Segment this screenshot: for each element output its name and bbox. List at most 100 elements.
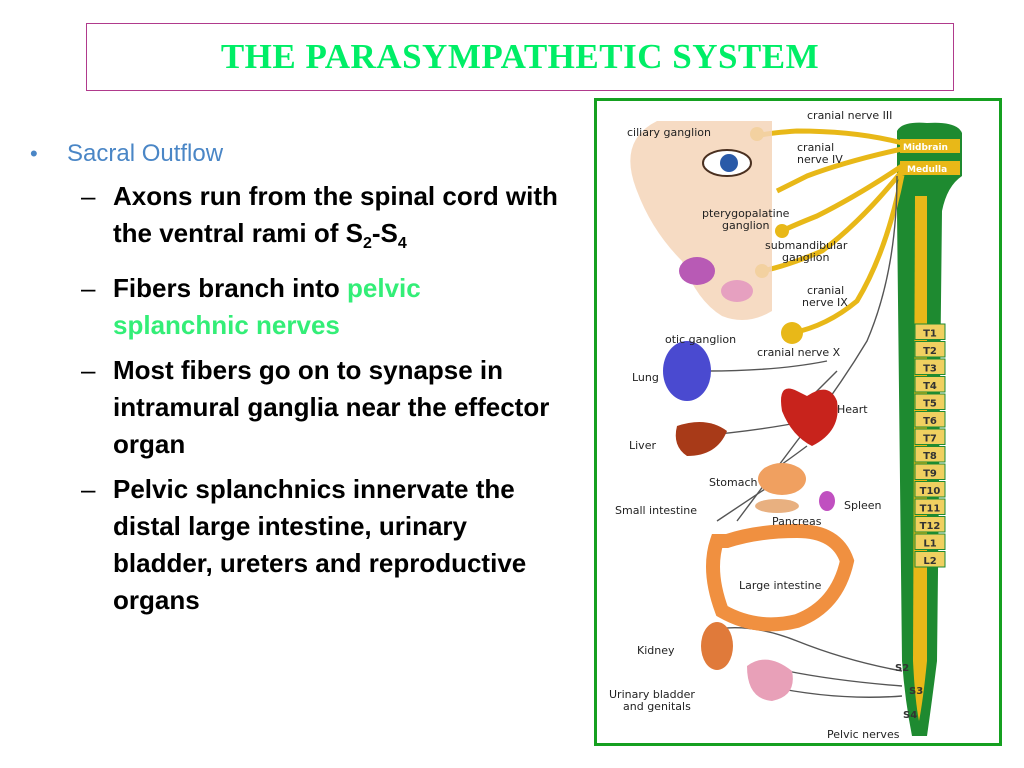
segment-box-t4 (914, 376, 946, 393)
segment-box-t7 (914, 428, 946, 445)
dash: – (81, 474, 96, 505)
segment-box-t1 (914, 323, 946, 340)
lung-organ (663, 341, 711, 401)
label-cn4b: nerve IV (797, 153, 843, 166)
segment-box-t12 (914, 516, 946, 533)
fiber-pelvic1 (706, 627, 903, 672)
label-cn9b: nerve IX (802, 296, 848, 309)
segment-box-t2 (914, 341, 946, 358)
segment-box-t9 (914, 463, 946, 480)
bullet-list: • Sacral Outflow – Axons run from the sp… (30, 140, 560, 627)
sub-bullet-3-text: Most fibers go on to synapse in intramur… (113, 355, 550, 460)
label-kidney: Kidney (637, 644, 675, 657)
segment-box-t3 (914, 358, 946, 375)
b1-sub1: 2 (362, 235, 372, 253)
b1-mid: -S (371, 218, 398, 248)
label-large-intestine: Large intestine (739, 579, 822, 592)
segment-label-t4: T4 (923, 381, 937, 392)
segment-box-t5 (914, 393, 946, 410)
label-bladder2: and genitals (623, 700, 691, 713)
b1-text: Axons run from the spinal cord with the … (113, 181, 558, 248)
segment-label-t12: T12 (920, 521, 941, 532)
sub-bullet-1-text: Axons run from the spinal cord with the … (113, 178, 559, 262)
segment-label-t1: T1 (923, 329, 937, 340)
label-ciliary: ciliary ganglion (627, 126, 711, 139)
label-s2: S2 (895, 663, 909, 674)
label-cn10: cranial nerve X (757, 346, 841, 359)
segment-box-t8 (914, 446, 946, 463)
sub-bullet-4: – Pelvic splanchnics innervate the dista… (81, 471, 560, 619)
label-stomach: Stomach (709, 476, 758, 489)
title-box: THE PARASYMPATHETIC SYSTEM (86, 23, 954, 91)
spleen-organ (819, 491, 835, 511)
pancreas-organ (755, 499, 799, 513)
label-spleen: Spleen (844, 499, 882, 512)
sub-bullet-4-text: Pelvic splanchnics innervate the distal … (113, 474, 527, 616)
sub-bullet-3: – Most fibers go on to synapse in intram… (81, 352, 560, 463)
segment-box-l1 (914, 533, 946, 550)
slide-title: THE PARASYMPATHETIC SYSTEM (220, 37, 820, 76)
dash: – (81, 355, 96, 386)
segment-box-t10 (914, 481, 946, 498)
sub-bullet-2-text: Fibers branch into pelvic splanchnic ner… (113, 270, 559, 344)
fiber-lung (706, 360, 828, 372)
sub-bullet-2: – Fibers branch into pelvic splanchnic n… (81, 270, 560, 344)
segment-label-t6: T6 (923, 416, 937, 427)
heart-organ (781, 388, 838, 446)
b2-text: Fibers branch into (113, 273, 348, 304)
segment-label-l1: L1 (923, 539, 936, 550)
midbrain-block (900, 139, 960, 153)
label-pancreas: Pancreas (772, 515, 822, 528)
stomach-organ (758, 463, 806, 495)
sub-bullet-1: – Axons run from the spinal cord with th… (81, 178, 560, 262)
bullet-sacral-outflow: • Sacral Outflow (30, 140, 560, 168)
eye-iris (720, 154, 738, 172)
segment-label-t9: T9 (923, 469, 937, 480)
nerve-submand (761, 169, 904, 274)
segment-box-t6 (914, 411, 946, 428)
label-small-intestine: Small intestine (615, 504, 697, 517)
nerve-cn4 (775, 146, 903, 194)
diagram-svg: Midbrain Medulla T1T2T3T4T5T6T7T8T9T10T1… (609, 109, 962, 741)
segment-label-t7: T7 (923, 434, 937, 445)
segment-label-t8: T8 (923, 451, 937, 462)
segment-box-l2 (914, 551, 946, 568)
medulla-block (900, 161, 960, 175)
fiber-pelvic2 (786, 670, 903, 687)
label-cn9a: cranial (807, 284, 844, 297)
midbrain-label: Midbrain (903, 143, 948, 153)
kidney-organ (701, 622, 733, 670)
segment-box-t11 (914, 498, 946, 515)
label-lung: Lung (632, 371, 659, 384)
segment-label-t10: T10 (920, 486, 941, 497)
bullet-main-text: Sacral Outflow (67, 140, 224, 167)
medulla-label: Medulla (907, 165, 947, 175)
segment-label-l2: L2 (923, 556, 936, 567)
label-otic: otic ganglion (665, 333, 736, 346)
parotid-gland (721, 280, 753, 302)
otic-ganglion (781, 322, 803, 344)
label-liver: Liver (629, 439, 656, 452)
label-ptery1: pterygopalatine (702, 207, 790, 220)
nerve-cn9 (791, 174, 905, 336)
segment-label-t5: T5 (923, 399, 937, 410)
label-submand1: submandibular (765, 239, 848, 252)
liver-organ (675, 422, 727, 456)
label-ptery2: ganglion (722, 219, 770, 232)
nerve-ptery (780, 163, 904, 234)
label-cn3: cranial nerve III (807, 109, 892, 122)
label-heart: Heart (837, 403, 868, 416)
salivary-gland (679, 257, 715, 285)
label-s3: S3 (909, 686, 923, 697)
ptery-ganglion (775, 224, 789, 238)
b1-sub2: 4 (397, 235, 407, 253)
label-submand2: ganglion (782, 251, 830, 264)
large-intestine-organ (706, 523, 855, 632)
b2-highlight: pelvic splanchnic nerves (113, 273, 421, 341)
segment-label-t2: T2 (923, 346, 937, 357)
label-cn4a: cranial (797, 141, 834, 154)
bullet-dot: • (30, 141, 38, 166)
dash: – (81, 181, 96, 211)
